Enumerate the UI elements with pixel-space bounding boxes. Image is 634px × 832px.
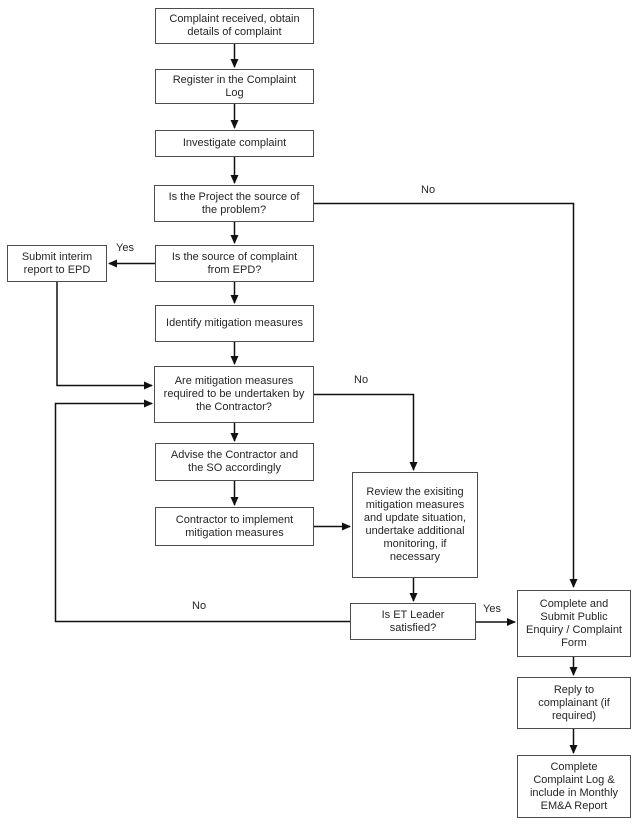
edge-label-et-leader-no: No [192, 600, 207, 612]
node-investigate-complaint-label: Investigate complaint [182, 137, 287, 149]
node-complete-form-label: Complete and Submit Public Enquiry / Com… [526, 597, 622, 649]
node-review-existing: Review the exisiting mitigation measures… [352, 472, 478, 578]
node-source-from-epd: Is the source of complaint from EPD? [155, 245, 314, 282]
node-complete-log-label: Complete Complaint Log & include in Mont… [529, 760, 619, 812]
node-project-source: Is the Project the source of the problem… [154, 185, 314, 222]
node-submit-interim: Submit interim report to EPD [7, 245, 107, 282]
edge-label-epd-yes: Yes [116, 242, 134, 254]
node-advise-contractor: Advise the Contractor and the SO accordi… [155, 443, 314, 481]
node-investigate-complaint: Investigate complaint [155, 130, 314, 157]
node-register-log-label: Register in the Complaint Log [172, 73, 297, 99]
edge-etleader-no-to-required [54, 399, 350, 623]
node-contractor-implement: Contractor to implement mitigation measu… [155, 507, 314, 546]
node-complete-form: Complete and Submit Public Enquiry / Com… [517, 590, 631, 657]
edge-label-project-source-no: No [421, 184, 436, 196]
node-identify-mitigation-label: Identify mitigation measures [166, 317, 303, 329]
edge-interim-to-required [56, 282, 153, 390]
node-project-source-label: Is the Project the source of the problem… [168, 190, 300, 216]
node-mitigation-required: Are mitigation measures required to be u… [154, 366, 314, 423]
node-review-existing-label: Review the exisiting mitigation measures… [363, 486, 467, 563]
node-reply-complainant: Reply to complainant (if required) [517, 677, 631, 729]
node-advise-contractor-label: Advise the Contractor and the SO accordi… [170, 449, 299, 474]
node-complete-log: Complete Complaint Log & include in Mont… [517, 755, 631, 818]
node-source-from-epd-label: Is the source of complaint from EPD? [171, 250, 298, 276]
edge-label-et-leader-yes: Yes [483, 603, 501, 615]
edge-label-mitigation-no: No [354, 374, 369, 386]
node-complaint-received-label: Complaint received, obtain details of co… [169, 13, 300, 38]
node-contractor-implement-label: Contractor to implement mitigation measu… [175, 513, 294, 539]
node-register-log: Register in the Complaint Log [155, 69, 314, 104]
node-reply-complainant-label: Reply to complainant (if required) [538, 683, 610, 722]
edge-required-no-to-review [314, 393, 418, 471]
node-submit-interim-label: Submit interim report to EPD [21, 250, 93, 276]
edge-projectsource-no-to-completeform [314, 202, 578, 588]
node-mitigation-required-label: Are mitigation measures required to be u… [163, 375, 305, 413]
node-et-satisfied-label: Is ET Leader satisfied? [381, 608, 445, 634]
node-identify-mitigation: Identify mitigation measures [155, 305, 314, 342]
node-complaint-received: Complaint received, obtain details of co… [155, 8, 314, 44]
node-et-satisfied: Is ET Leader satisfied? [350, 603, 476, 640]
